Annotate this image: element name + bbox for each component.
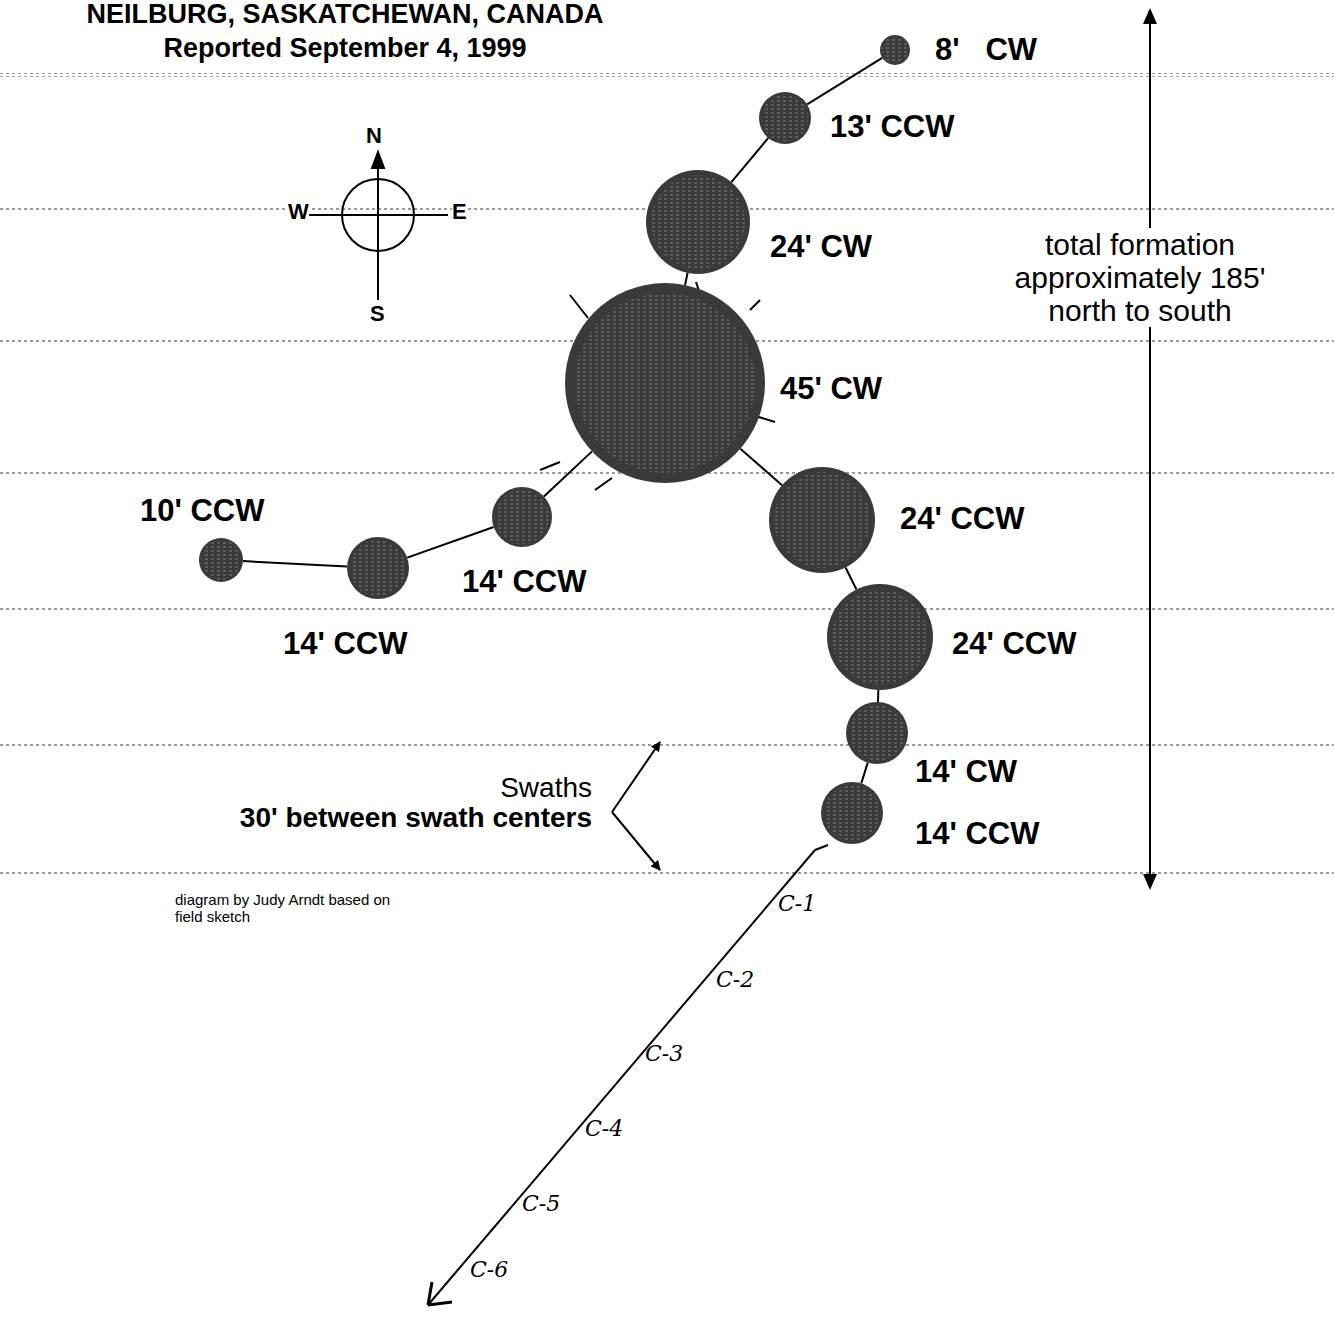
circle-label: 14' CCW xyxy=(283,627,408,661)
compass-letter: S xyxy=(370,302,385,326)
circle-label: 24' CW xyxy=(770,230,872,264)
circle-texture xyxy=(849,705,905,761)
circle-texture xyxy=(762,95,809,142)
circle-texture xyxy=(495,490,549,544)
circle-fill xyxy=(821,782,883,844)
path-connector xyxy=(407,527,493,558)
circle-fill xyxy=(347,537,409,599)
diagram-title: NEILBURG, SASKATCHEWAN, CANADA xyxy=(0,0,690,30)
swath-direction-arrow xyxy=(428,845,828,1305)
circle-label: 10' CCW xyxy=(140,494,265,528)
circle-label: 24' CCW xyxy=(952,627,1077,661)
circle-fill xyxy=(199,538,243,582)
circle-shape xyxy=(880,35,910,65)
circle-shape xyxy=(199,538,243,582)
circle-texture xyxy=(774,472,869,567)
path-connector xyxy=(740,449,782,485)
circle-texture xyxy=(882,37,909,64)
circle-label: 45' CW xyxy=(780,372,882,406)
compass-letter: W xyxy=(288,200,309,224)
circle-shape xyxy=(821,782,883,844)
extent-note: total formation approximately 185' north… xyxy=(990,228,1290,327)
circle-fill xyxy=(565,283,765,483)
circle-shape xyxy=(565,283,765,483)
swath-bands xyxy=(0,73,1334,876)
swath-number: C-5 xyxy=(522,1192,560,1216)
circle-label: 14' CCW xyxy=(915,817,1040,851)
crop-circle: 14' CCW xyxy=(492,487,552,547)
credit-note: diagram by Judy Arndt based on field ske… xyxy=(175,892,405,925)
swath-number: C-6 xyxy=(470,1258,508,1282)
compass-letter: N xyxy=(366,124,382,148)
swath-bracket xyxy=(612,742,660,870)
circle-label: 14' CW xyxy=(915,755,1017,789)
circle-texture xyxy=(201,540,241,580)
circle-texture xyxy=(832,589,927,684)
circle-texture xyxy=(575,293,755,473)
crop-circle: 14' CCW xyxy=(821,782,883,844)
extent-arrow xyxy=(1143,8,1157,890)
path-connector xyxy=(861,763,868,784)
circle-shape xyxy=(347,537,409,599)
circle-fill xyxy=(646,170,750,274)
flattening-ticks xyxy=(540,282,775,490)
circle-shape xyxy=(646,170,750,274)
circle-shape xyxy=(492,487,552,547)
circle-label: 24' CCW xyxy=(900,502,1025,536)
crop-circle: 24' CCW xyxy=(827,584,933,690)
path-connector xyxy=(731,138,768,182)
crop-circle: 10' CCW xyxy=(199,538,243,582)
circle-label: 8' CW xyxy=(935,33,1037,67)
circle-texture xyxy=(350,540,406,596)
circle-texture xyxy=(824,785,880,841)
path-connector xyxy=(807,58,882,104)
compass xyxy=(308,152,448,300)
swath-note: 30' between swath centers xyxy=(150,803,592,834)
path-connector xyxy=(846,567,857,589)
swath-number: C-3 xyxy=(645,1042,683,1066)
crop-circle: 13' CCW xyxy=(759,92,811,144)
path-connector xyxy=(243,561,347,566)
circle-fill xyxy=(769,467,875,573)
compass-letter: E xyxy=(452,200,467,224)
path-connector xyxy=(544,451,592,496)
circle-label: 13' CCW xyxy=(830,110,955,144)
path-connector xyxy=(877,690,879,702)
circle-fill xyxy=(827,584,933,690)
swath-heading: Swaths xyxy=(430,773,592,804)
circle-fill xyxy=(846,702,908,764)
circle-fill xyxy=(880,35,910,65)
circle-label: 14' CCW xyxy=(462,565,587,599)
crop-circle: 24' CW xyxy=(646,170,750,274)
crop-circle: 45' CW xyxy=(565,283,765,483)
subtitle-date: Reported September 4, 1999 xyxy=(0,34,690,64)
circle-fill xyxy=(492,487,552,547)
circle-texture xyxy=(651,175,745,269)
path-connector xyxy=(685,273,687,285)
swath-number: C-1 xyxy=(778,892,816,916)
crop-circle: 8' CW xyxy=(880,35,910,65)
circle-shape xyxy=(759,92,811,144)
circle-shape xyxy=(846,702,908,764)
crop-circle: 14' CCW xyxy=(347,537,409,599)
swath-number: C-4 xyxy=(585,1117,623,1141)
circle-shape xyxy=(769,467,875,573)
circle-shape xyxy=(827,584,933,690)
swath-number: C-2 xyxy=(716,968,754,992)
crop-circle: 14' CW xyxy=(846,702,908,764)
crop-circle: 24' CCW xyxy=(769,467,875,573)
circle-fill xyxy=(759,92,811,144)
